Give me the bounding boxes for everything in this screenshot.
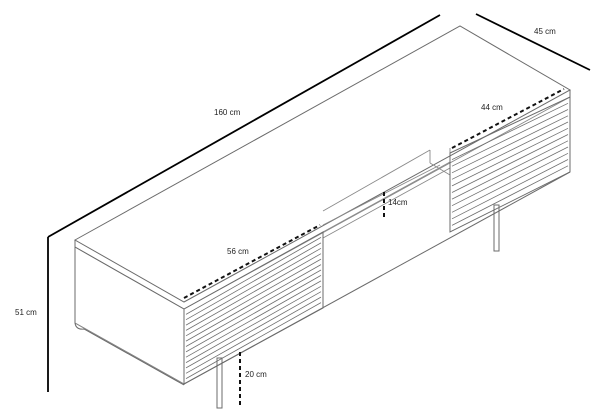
- door-slat-line: [185, 242, 322, 321]
- leg-height-label: 20 cm: [245, 370, 267, 379]
- middle-shelf-front: [322, 161, 451, 233]
- door-slat-line: [451, 121, 569, 180]
- door-slat-line: [185, 285, 322, 363]
- depth-label: 45 cm: [534, 27, 556, 36]
- door-slat-line: [451, 165, 569, 226]
- front-leg: [216, 357, 223, 409]
- door-slat-line: [185, 291, 322, 369]
- right-door-dimension-dash: [451, 88, 565, 149]
- back-leg: [493, 204, 500, 252]
- door-slat-line: [185, 258, 322, 337]
- left-door-slats: [185, 237, 322, 379]
- dimension-labels: 160 cm 45 cm 51 cm 56 cm 44 cm 14cm 20 c…: [15, 27, 556, 379]
- right-door-outline: [449, 96, 571, 233]
- shelf-height-label: 14cm: [388, 198, 408, 207]
- door-slat-line: [185, 237, 322, 315]
- left-door-width-label: 56 cm: [227, 247, 249, 256]
- dashed-indicators: [183, 88, 565, 406]
- left-side-panel: [74, 246, 185, 385]
- depth-dimension-line: [475, 13, 591, 71]
- door-slat-line: [451, 127, 569, 187]
- right-door-slats: [451, 102, 569, 226]
- door-slat-line: [451, 109, 569, 167]
- door-slat-line: [185, 264, 322, 342]
- door-slat-line: [451, 115, 569, 174]
- door-slat-line: [185, 275, 322, 353]
- door-slat-line: [451, 134, 569, 193]
- door-slat-line: [451, 140, 569, 200]
- door-slat-line: [185, 269, 322, 347]
- height-label: 51 cm: [15, 308, 37, 317]
- bottom-left-edge: [74, 322, 185, 386]
- left-slatted-door: [183, 231, 324, 385]
- width-dimension-line: [47, 14, 441, 238]
- door-slat-line: [451, 146, 569, 207]
- door-slat-line: [185, 296, 322, 374]
- left-door-outline: [183, 231, 324, 385]
- left-door-dimension-dash: [183, 224, 321, 299]
- door-slat-line: [185, 302, 322, 379]
- middle-back-shelf: [322, 149, 431, 212]
- right-door-width-label: 44 cm: [481, 103, 503, 112]
- dimension-lines: [47, 13, 591, 392]
- legs: [216, 204, 500, 409]
- door-slat-line: [451, 159, 569, 220]
- door-slat-line: [185, 247, 322, 326]
- door-slat-line: [185, 253, 322, 331]
- door-slat-line: [451, 102, 569, 160]
- door-slat-line: [185, 280, 322, 358]
- door-slat-line: [451, 152, 569, 213]
- width-label: 160 cm: [214, 108, 241, 117]
- right-slatted-door: [449, 96, 571, 233]
